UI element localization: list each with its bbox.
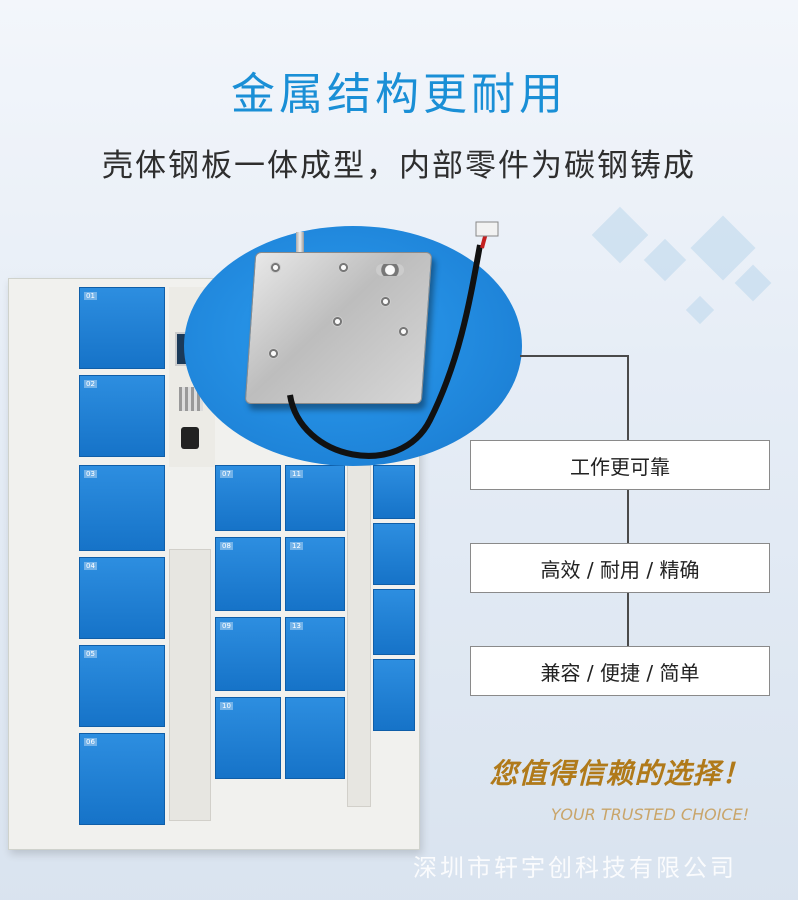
- decorative-tile: [734, 264, 772, 302]
- door-number: 09: [220, 622, 233, 630]
- feature-box-compatible: 兼容 / 便捷 / 简单: [470, 646, 770, 696]
- locker-door: 03: [79, 465, 165, 551]
- locker-door: 01: [79, 287, 165, 369]
- gray-door: [169, 549, 211, 821]
- locker-door: 12: [285, 537, 345, 611]
- connector-line: [520, 355, 628, 357]
- lock-screw: [398, 326, 409, 337]
- locker-door: 06: [79, 733, 165, 825]
- lock-screw: [268, 348, 279, 359]
- door-number: 03: [84, 470, 97, 478]
- locker-door: 07: [215, 465, 281, 531]
- lock-screw: [270, 262, 281, 273]
- lock-screw: [380, 296, 391, 307]
- wire-connector: [475, 221, 499, 237]
- slogan-cn: 您值得信赖的选择！: [489, 757, 751, 790]
- locker-door: 11: [285, 465, 345, 531]
- bottom-strip: [0, 900, 798, 912]
- door-number: 02: [84, 380, 97, 388]
- door-number: 10: [220, 702, 233, 710]
- locker-door: [285, 697, 345, 779]
- locker-door: [373, 659, 415, 731]
- door-number: 11: [290, 470, 303, 478]
- decorative-tile: [643, 238, 687, 282]
- page-title: 金属结构更耐用: [231, 69, 567, 120]
- feature-box-efficient: 高效 / 耐用 / 精确: [470, 543, 770, 593]
- connector-line: [627, 355, 629, 655]
- locker-door: 10: [215, 697, 281, 779]
- door-number: 07: [220, 470, 233, 478]
- slogan-en: YOUR TRUSTED CHOICE!: [550, 805, 750, 824]
- company-watermark: 深圳市轩宇创科技有限公司: [413, 854, 737, 882]
- door-number: 06: [84, 738, 97, 746]
- feature-label: 工作更可靠: [570, 454, 670, 479]
- locker-door: [373, 465, 415, 519]
- decorative-tile: [685, 295, 715, 325]
- decorative-tile: [591, 206, 649, 264]
- page-subtitle: 壳体钢板一体成型，内部零件为碳钢铸成: [102, 148, 696, 184]
- door-number: 08: [220, 542, 233, 550]
- card-reader: [181, 427, 199, 449]
- lock-screw: [376, 264, 404, 276]
- locker-door: 02: [79, 375, 165, 457]
- lock-screw: [332, 316, 343, 327]
- locker-door: 04: [79, 557, 165, 639]
- locker-door: 08: [215, 537, 281, 611]
- feature-label: 高效 / 耐用 / 精确: [540, 557, 700, 582]
- door-number: 12: [290, 542, 303, 550]
- locker-door: [373, 523, 415, 585]
- locker-door: 13: [285, 617, 345, 691]
- door-number: 05: [84, 650, 97, 658]
- door-number: 04: [84, 562, 97, 570]
- lock-screw: [338, 262, 349, 273]
- door-number: 01: [84, 292, 97, 300]
- locker-door: 05: [79, 645, 165, 727]
- feature-label: 兼容 / 便捷 / 简单: [540, 660, 700, 685]
- lock-wire-red: [480, 227, 490, 249]
- gray-door: [347, 465, 371, 807]
- door-number: 13: [290, 622, 303, 630]
- feature-box-reliable: 工作更可靠: [470, 440, 770, 490]
- locker-door: 09: [215, 617, 281, 691]
- locker-door: [373, 589, 415, 655]
